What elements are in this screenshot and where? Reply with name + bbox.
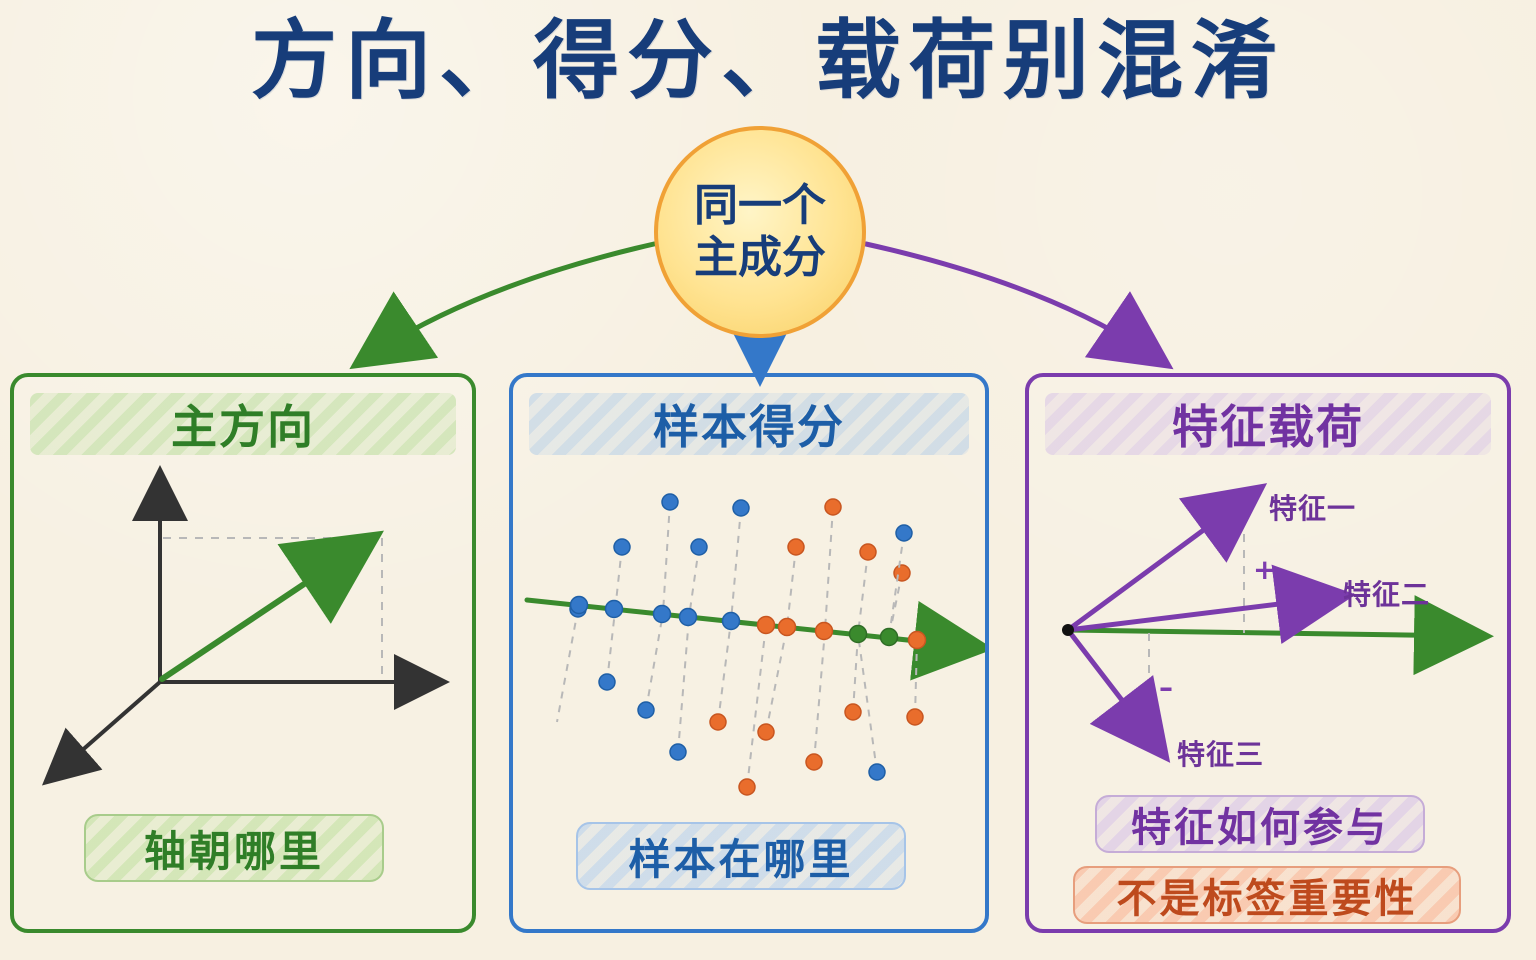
feature-3-arrow [1065, 627, 1171, 763]
center-concept-node: 同一个 主成分 [654, 126, 866, 338]
scores-panel: 样本得分 样本在哪里 [509, 373, 989, 933]
loading-origin-dot [1062, 624, 1074, 636]
sample-projection-line [662, 501, 671, 614]
sample-projection-line [688, 546, 700, 618]
sample-projection-line [888, 532, 905, 638]
projected-score-point [848, 624, 868, 644]
green-connector-arrow [349, 241, 657, 370]
page-title: 方向、得分、载荷别混淆 [251, 11, 1285, 111]
sample-point [895, 524, 913, 542]
projected-score-point [879, 627, 899, 647]
axis-z [41, 680, 162, 786]
sample-projection-line [677, 616, 690, 753]
projected-score-point [814, 621, 834, 641]
sample-point [690, 538, 708, 556]
direction-caption: 轴朝哪里 [84, 814, 384, 882]
sample-point [613, 538, 631, 556]
projected-score-point [907, 630, 927, 650]
sample-projection-line [606, 610, 616, 683]
projected-score-point [756, 615, 776, 635]
direction-panel-title: 主方向 [30, 393, 456, 455]
sample-projection-line [857, 633, 878, 773]
positive-sign: + [1253, 553, 1277, 586]
sample-point [598, 673, 616, 691]
feature-2-arrow [1065, 564, 1356, 645]
center-line-2: 主成分 [694, 232, 826, 283]
sample-point [906, 708, 924, 726]
sample-point [732, 499, 750, 517]
sample-point [844, 703, 862, 721]
loading-axis-arrow [1065, 595, 1494, 676]
negative-sign: – [1159, 671, 1173, 704]
loadings-panel-title: 特征载荷 [1045, 393, 1491, 455]
sample-projection-line [556, 608, 579, 723]
projected-score-point [678, 607, 698, 627]
sample-projection-line [824, 506, 834, 631]
direction-diagram [41, 465, 450, 786]
sample-point [859, 543, 877, 561]
projected-score-point [569, 595, 589, 615]
projected-score-point [604, 599, 624, 619]
projected-score-point [652, 604, 672, 624]
loadings-panel: 特征载荷 特征一 特征二 特征三 + – 特征如何参与 不是标签重要性 [1025, 373, 1511, 933]
sample-point [757, 723, 775, 741]
sample-projection-line [888, 572, 903, 638]
score-axis-arrow [524, 597, 985, 681]
purple-connector-arrow [863, 241, 1174, 370]
sample-point [637, 701, 655, 719]
feature-1-arrow [1065, 483, 1268, 633]
direction-panel: 主方向 轴朝哪里 [10, 373, 476, 933]
feature-label-1: 特征一 [1269, 492, 1357, 525]
sample-projection-line [645, 612, 664, 711]
sample-projection-line [730, 507, 742, 622]
scores-caption: 样本在哪里 [576, 822, 906, 890]
feature-label-3: 特征三 [1177, 738, 1265, 771]
sample-projection-line [614, 546, 623, 612]
scores-diagram [524, 493, 985, 796]
sample-point [805, 753, 823, 771]
sample-point [738, 778, 756, 796]
sample-point [709, 713, 727, 731]
sample-point [669, 743, 687, 761]
sample-projection-line [717, 620, 732, 723]
scores-panel-title: 样本得分 [529, 393, 969, 455]
sample-projection-line [765, 626, 788, 733]
projected-score-point [777, 617, 797, 637]
center-line-1: 同一个 [694, 180, 826, 232]
sample-point [787, 538, 805, 556]
projected-score-point [721, 611, 741, 631]
loadings-diagram [1062, 483, 1494, 763]
sample-point [824, 498, 842, 516]
principal-direction-arrow [159, 530, 384, 682]
loadings-caption-primary: 特征如何参与 [1095, 795, 1425, 853]
loadings-caption-secondary: 不是标签重要性 [1073, 866, 1461, 924]
sample-point [661, 493, 679, 511]
feature-label-2: 特征二 [1343, 578, 1431, 611]
sample-point [868, 763, 886, 781]
